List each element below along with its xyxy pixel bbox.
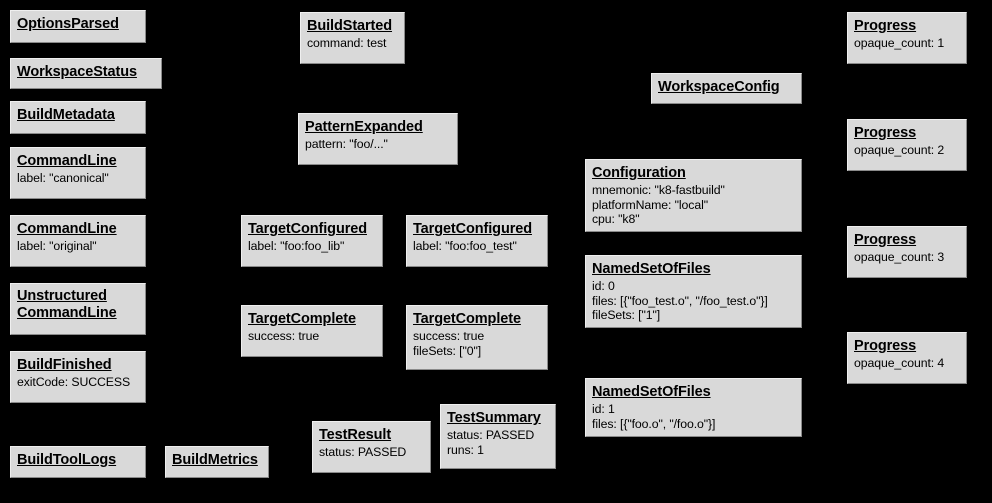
node-build-metrics[interactable]: BuildMetrics xyxy=(165,446,269,478)
node-title: TargetComplete xyxy=(413,311,521,327)
node-field: label: "foo:foo_lib" xyxy=(248,239,345,254)
node-title: CommandLine xyxy=(17,153,117,169)
node-fields: mnemonic: "k8-fastbuild"platformName: "l… xyxy=(592,183,796,227)
node-command-line-canonical[interactable]: CommandLine label: "canonical" xyxy=(10,147,146,199)
node-title: Configuration xyxy=(592,165,686,181)
node-build-finished[interactable]: BuildFinished exitCode: SUCCESS xyxy=(10,351,146,403)
node-fields: label: "foo:foo_lib" xyxy=(248,239,377,254)
node-field: status: PASSED xyxy=(319,445,407,460)
node-field: label: "canonical" xyxy=(17,171,109,186)
node-progress-3[interactable]: Progress opaque_count: 3 xyxy=(847,226,967,278)
node-title: Unstructured CommandLine xyxy=(17,288,117,322)
node-build-tool-logs[interactable]: BuildToolLogs xyxy=(10,446,146,478)
node-title: Progress xyxy=(854,18,917,34)
node-fields: opaque_count: 3 xyxy=(854,250,961,265)
node-target-complete-lib[interactable]: TargetComplete success: true xyxy=(241,305,383,357)
node-field: id: 0 xyxy=(592,279,615,294)
node-title: NamedSetOfFiles xyxy=(592,261,711,277)
node-pattern-expanded[interactable]: PatternExpanded pattern: "foo/..." xyxy=(298,113,458,165)
node-field: exitCode: SUCCESS xyxy=(17,375,131,390)
node-field: label: "original" xyxy=(17,239,97,254)
node-field: pattern: "foo/..." xyxy=(305,137,388,152)
node-field: success: true xyxy=(413,329,485,344)
node-fields: label: "original" xyxy=(17,239,140,254)
node-title: OptionsParsed xyxy=(17,16,119,32)
node-workspace-config[interactable]: WorkspaceConfig xyxy=(651,73,802,104)
node-fields: success: true xyxy=(248,329,377,344)
node-fields: opaque_count: 4 xyxy=(854,356,961,371)
node-fields: pattern: "foo/..." xyxy=(305,137,452,152)
node-target-configured-foo-lib[interactable]: TargetConfigured label: "foo:foo_lib" xyxy=(241,215,383,267)
node-configuration[interactable]: Configuration mnemonic: "k8-fastbuild"pla… xyxy=(585,159,802,232)
node-command-line-original[interactable]: CommandLine label: "original" xyxy=(10,215,146,267)
node-title: TargetConfigured xyxy=(413,221,532,237)
node-title: BuildToolLogs xyxy=(17,452,117,468)
node-fields: label: "foo:foo_test" xyxy=(413,239,542,254)
node-title: TestResult xyxy=(319,427,392,443)
node-title: TargetConfigured xyxy=(248,221,367,237)
node-title: WorkspaceStatus xyxy=(17,64,137,80)
node-fields: opaque_count: 2 xyxy=(854,143,961,158)
node-options-parsed[interactable]: OptionsParsed xyxy=(10,10,146,43)
node-title: BuildMetrics xyxy=(172,452,258,468)
node-field: runs: 1 xyxy=(447,442,484,457)
node-title: WorkspaceConfig xyxy=(658,79,780,95)
node-title: CommandLine xyxy=(17,221,117,237)
node-build-started[interactable]: BuildStarted command: test xyxy=(300,12,405,64)
node-field: label: "foo:foo_test" xyxy=(413,239,517,254)
node-title: Progress xyxy=(854,338,917,354)
node-field: mnemonic: "k8-fastbuild" xyxy=(592,183,725,198)
node-test-result[interactable]: TestResult status: PASSED xyxy=(312,421,431,473)
node-progress-1[interactable]: Progress opaque_count: 1 xyxy=(847,12,967,64)
node-title: TargetComplete xyxy=(248,311,356,327)
node-fields: status: PASSED xyxy=(319,445,425,460)
node-title: NamedSetOfFiles xyxy=(592,384,711,400)
node-field: opaque_count: 3 xyxy=(854,250,945,265)
node-fields: label: "canonical" xyxy=(17,171,140,186)
node-unstructured-command-line[interactable]: Unstructured CommandLine xyxy=(10,283,146,335)
node-title: BuildFinished xyxy=(17,357,112,373)
node-progress-2[interactable]: Progress opaque_count: 2 xyxy=(847,119,967,171)
node-field: platformName: "local" xyxy=(592,197,708,212)
node-field: opaque_count: 1 xyxy=(854,36,945,51)
node-field: files: [{"foo.o", "/foo.o"}] xyxy=(592,416,716,431)
node-fields: opaque_count: 1 xyxy=(854,36,961,51)
node-field: cpu: "k8" xyxy=(592,212,640,227)
node-title: BuildStarted xyxy=(307,18,393,34)
node-field: fileSets: ["1"] xyxy=(592,308,661,323)
node-field: id: 1 xyxy=(592,402,615,417)
node-field: status: PASSED xyxy=(447,428,535,443)
node-field: command: test xyxy=(307,36,387,51)
node-title: PatternExpanded xyxy=(305,119,423,135)
node-field: opaque_count: 2 xyxy=(854,143,945,158)
node-progress-4[interactable]: Progress opaque_count: 4 xyxy=(847,332,967,384)
node-fields: command: test xyxy=(307,36,399,51)
node-field: opaque_count: 4 xyxy=(854,356,945,371)
node-build-metadata[interactable]: BuildMetadata xyxy=(10,101,146,134)
node-title: Progress xyxy=(854,125,917,141)
node-field: files: [{"foo_test.o", "/foo_test.o"}] xyxy=(592,293,768,308)
node-title: BuildMetadata xyxy=(17,107,115,123)
node-field: fileSets: ["0"] xyxy=(413,343,482,358)
node-title: Progress xyxy=(854,232,917,248)
node-target-configured-foo-test[interactable]: TargetConfigured label: "foo:foo_test" xyxy=(406,215,548,267)
node-fields: exitCode: SUCCESS xyxy=(17,375,140,390)
node-workspace-status[interactable]: WorkspaceStatus xyxy=(10,58,162,89)
node-field: success: true xyxy=(248,329,320,344)
node-title: TestSummary xyxy=(447,410,541,426)
